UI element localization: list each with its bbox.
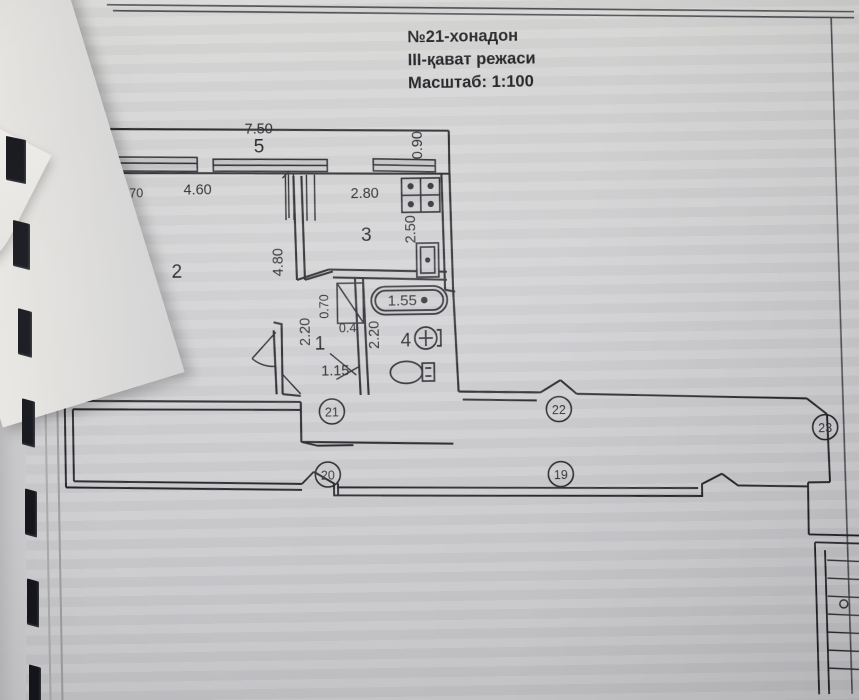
dim-living-depth: 4.80 [270, 248, 286, 276]
apartment-marker-20: 20 [314, 461, 342, 488]
dim-corridor-depth: 2.20 [298, 318, 314, 346]
apartment-marker-label: 23 [818, 421, 832, 435]
binding-hole-1 [6, 135, 26, 185]
dim-closet-width: 0.70 [317, 294, 331, 319]
apartment-marker-23: 23 [811, 413, 839, 441]
dim-kitchen-depth: 2.50 [403, 215, 419, 243]
binding-hole-3 [18, 308, 32, 358]
dim-balcony-length: 7.50 [244, 121, 272, 137]
dim-bathtub-length: 1.55 [388, 292, 417, 309]
closet [336, 282, 365, 325]
stairwell [808, 533, 859, 695]
room-label-3: 3 [361, 225, 372, 246]
balcony-doors [281, 170, 316, 221]
dim-closet-depth: 0.4 [339, 321, 357, 335]
apartment-marker-label: 20 [321, 468, 335, 482]
room-label-2: 2 [171, 262, 182, 283]
doors [251, 331, 359, 395]
room-label-4: 4 [400, 330, 411, 351]
toilet-icon [389, 360, 436, 385]
apartment-marker-label: 21 [325, 405, 339, 419]
bathtub-icon [370, 285, 449, 316]
partition-living-kitchen [292, 175, 334, 281]
room-label-1: 1 [314, 334, 325, 355]
dim-bath-depth: 2.20 [367, 321, 383, 349]
binding-hole-4 [22, 398, 35, 448]
apartment-marker-label: 22 [552, 403, 566, 417]
kitchen-sink-icon [415, 242, 440, 278]
plan-title-line3: Масштаб: 1:100 [408, 72, 534, 92]
apartment-marker-19: 19 [547, 460, 575, 488]
binding-hole-7 [29, 664, 41, 700]
dim-corridor-width: 1.15 [321, 363, 349, 379]
stair-treads [827, 559, 859, 671]
dim-kitchen-width: 2.80 [350, 186, 378, 202]
binding-hole-5 [25, 488, 37, 538]
stove-icon [400, 177, 441, 214]
apartment-marker-label: 19 [554, 468, 568, 482]
sheet-border [106, 3, 855, 694]
binding-hole-2 [13, 219, 30, 271]
wash-basin-icon [413, 326, 442, 350]
dim-living-width: 4.60 [183, 182, 211, 198]
plan-title-line1: №21-хонадон [407, 27, 518, 47]
plan-title-line2: III-қават режаси [408, 49, 536, 69]
binding-hole-6 [27, 578, 39, 628]
common-corridor [63, 379, 831, 491]
dim-balcony-depth: 0.90 [410, 131, 426, 159]
partition-corridor [272, 321, 370, 397]
corridor-lower-band [313, 470, 810, 535]
apartment-marker-21: 21 [318, 398, 346, 425]
room-label-5: 5 [254, 136, 265, 157]
apartment-marker-22: 22 [545, 395, 573, 423]
